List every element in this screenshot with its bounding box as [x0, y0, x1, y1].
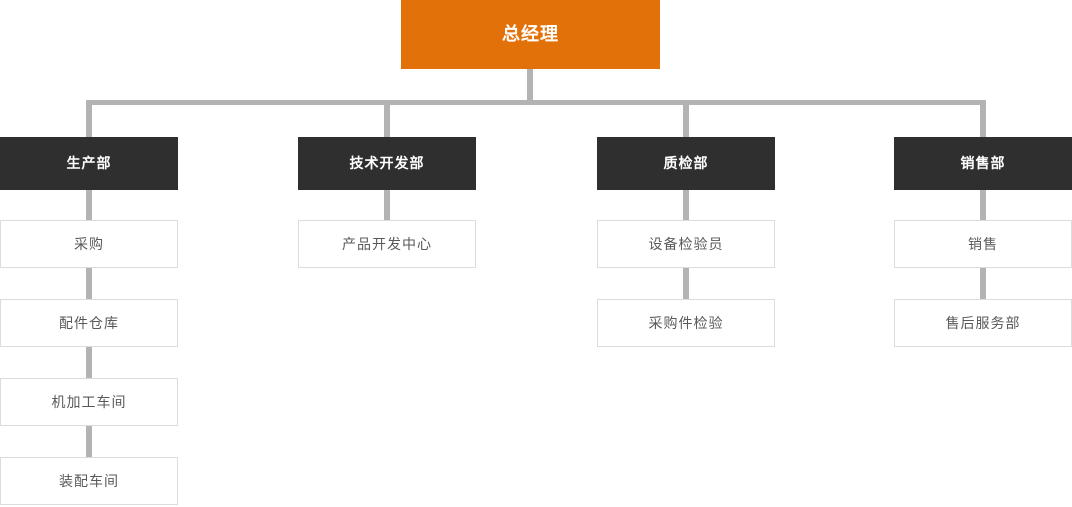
node-production-dept[interactable]: 生产部 [0, 137, 178, 190]
node-product-dev-center[interactable]: 产品开发中心 [298, 220, 476, 268]
node-tech-development-dept[interactable]: 技术开发部 [298, 137, 476, 190]
node-product-dev-center-label: 产品开发中心 [342, 236, 432, 252]
node-parts-warehouse-label: 配件仓库 [59, 315, 119, 331]
node-purchasing-label: 采购 [74, 236, 104, 252]
node-sales-dept[interactable]: 销售部 [894, 137, 1072, 190]
connector-sales-to-after-sales [980, 268, 986, 299]
connector-equipment-to-purchased-parts [683, 268, 689, 299]
node-general-manager-label: 总经理 [502, 24, 559, 44]
node-purchased-parts-inspection-label: 采购件检验 [648, 315, 724, 331]
node-tech-development-dept-label: 技术开发部 [349, 155, 425, 171]
connector-production-to-purchasing [86, 190, 92, 220]
node-machining-workshop[interactable]: 机加工车间 [0, 378, 178, 426]
node-after-sales-service-label: 售后服务部 [945, 315, 1021, 331]
node-equipment-inspector-label: 设备检验员 [648, 236, 724, 252]
connector-bus-to-sales [980, 105, 986, 137]
node-parts-warehouse[interactable]: 配件仓库 [0, 299, 178, 347]
connector-machining-to-assembly [86, 426, 92, 457]
node-sales-dept-label: 销售部 [960, 155, 1006, 171]
node-equipment-inspector[interactable]: 设备检验员 [597, 220, 775, 268]
connector-horizontal-bus [86, 100, 986, 105]
node-assembly-workshop-label: 装配车间 [59, 473, 119, 489]
connector-root-stub [527, 69, 533, 100]
node-machining-workshop-label: 机加工车间 [51, 394, 127, 410]
node-purchased-parts-inspection[interactable]: 采购件检验 [597, 299, 775, 347]
connector-sales-dept-to-sales [980, 190, 986, 220]
node-assembly-workshop[interactable]: 装配车间 [0, 457, 178, 505]
node-quality-inspection-dept[interactable]: 质检部 [597, 137, 775, 190]
connector-bus-to-quality-inspection [683, 105, 689, 137]
connector-bus-to-production [86, 105, 92, 137]
node-purchasing[interactable]: 采购 [0, 220, 178, 268]
node-sales[interactable]: 销售 [894, 220, 1072, 268]
connector-bus-to-tech-development [384, 105, 390, 137]
node-after-sales-service[interactable]: 售后服务部 [894, 299, 1072, 347]
connector-parts-warehouse-to-machining [86, 347, 92, 378]
node-general-manager[interactable]: 总经理 [401, 0, 660, 69]
connector-tech-to-product-dev [384, 190, 390, 220]
node-sales-label: 销售 [968, 236, 998, 252]
connector-quality-to-equipment-inspector [683, 190, 689, 220]
node-quality-inspection-dept-label: 质检部 [663, 155, 709, 171]
node-production-dept-label: 生产部 [66, 155, 112, 171]
connector-purchasing-to-parts-warehouse [86, 268, 92, 299]
